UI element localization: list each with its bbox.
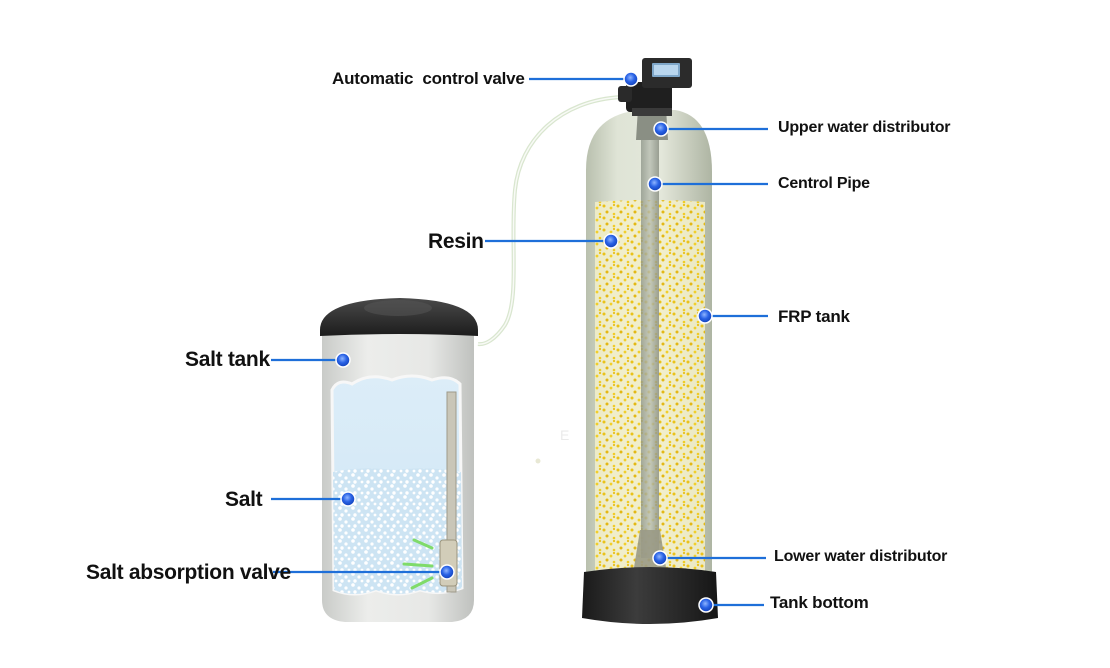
label-frp-tank: FRP tank <box>778 307 850 326</box>
label-salt: Salt <box>225 488 263 511</box>
brine-well <box>446 391 457 593</box>
marker-frp-tank <box>697 308 713 324</box>
label-salt-tank: Salt tank <box>185 348 270 371</box>
tank-base <box>582 567 718 624</box>
svg-text:E: E <box>560 427 569 443</box>
marker-lower-water-distributor <box>652 550 668 566</box>
label-control-pipe: Centrol Pipe <box>778 175 870 192</box>
marker-control-pipe <box>647 176 663 192</box>
marker-salt-tank <box>335 352 351 368</box>
central-pipe <box>641 118 659 558</box>
label-upper-water-distributor: Upper water distributor <box>778 119 951 136</box>
marker-salt-absorption-valve <box>439 564 455 580</box>
marker-resin <box>603 233 619 249</box>
marker-dots <box>335 71 714 613</box>
frp-tank <box>582 58 718 624</box>
control-valve <box>618 58 692 116</box>
salt-tank <box>320 298 478 622</box>
flow-arrows <box>402 538 434 590</box>
label-lower-water-distributor: Lower water distributor <box>774 548 948 565</box>
label-tank-bottom: Tank bottom <box>770 593 869 612</box>
leader-lines <box>271 77 768 607</box>
label-resin: Resin <box>428 230 484 253</box>
marker-salt <box>340 491 356 507</box>
label-salt-absorption-valve: Salt absorption valve <box>86 561 291 584</box>
salt-tank-lid <box>320 298 478 336</box>
marker-upper-water-distributor <box>653 121 669 137</box>
marker-automatic-control-valve <box>623 71 639 87</box>
label-automatic-control-valve: Automatic control valve <box>332 69 525 88</box>
marker-tank-bottom <box>698 597 714 613</box>
